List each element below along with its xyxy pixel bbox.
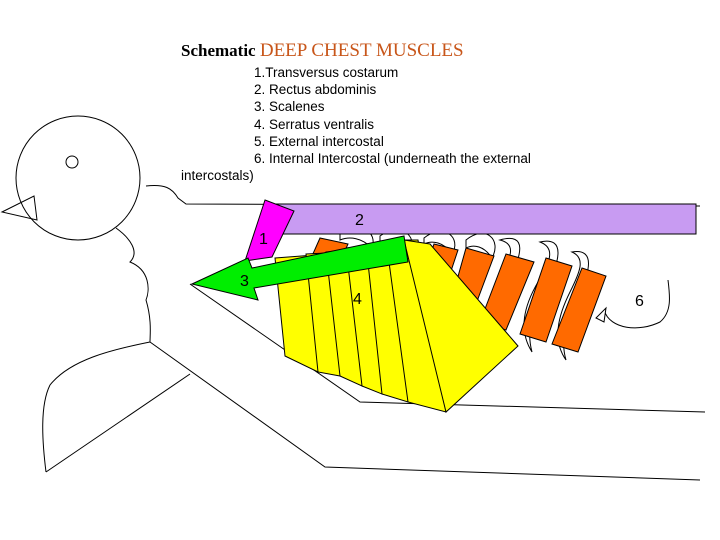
- serratus-ventralis: [274, 239, 519, 413]
- rectus-abdominis: [269, 203, 697, 235]
- legend-item-3: 3. Scalenes: [254, 99, 325, 115]
- legend-item-5: 5. External intercostal: [254, 133, 384, 149]
- legend-item-6: 6. Internal Intercostal (underneath the …: [181, 151, 531, 184]
- beak-icon: [0, 195, 38, 221]
- legend: 1.Transversus costarum 2. Rectus abdomin…: [181, 64, 601, 184]
- label-6: 6: [635, 293, 644, 310]
- head-outline: [15, 115, 141, 241]
- head: [0, 115, 141, 241]
- legend-item-4: 4. Serratus ventralis: [254, 116, 375, 132]
- eye-icon: [65, 155, 79, 169]
- body-outline: [42, 185, 706, 481]
- title-bold: Schematic: [181, 41, 256, 60]
- scalenes: [190, 235, 409, 301]
- transversus-costarum: [244, 199, 295, 262]
- title-colored: DEEP CHEST MUSCLES: [259, 40, 464, 61]
- label-3: 3: [240, 273, 249, 290]
- page-title: Schematic DEEP CHEST MUSCLES: [181, 40, 464, 62]
- legend-item-1: 1.Transversus costarum: [254, 65, 399, 80]
- label-2: 2: [355, 212, 364, 229]
- label-4: 4: [353, 291, 362, 308]
- legend-item-2: 2. Rectus abdominis: [254, 82, 377, 98]
- label-1: 1: [259, 231, 268, 248]
